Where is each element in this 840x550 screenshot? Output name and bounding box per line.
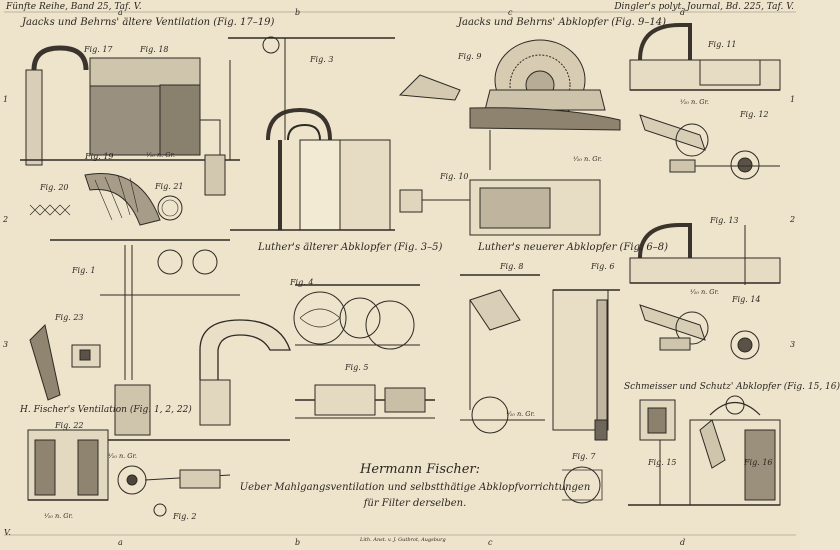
label-fig12: Fig. 12 <box>740 110 769 119</box>
scale-fig11: ¹⁄₁₀ n. Gr. <box>680 98 709 106</box>
fig8-drawing <box>460 274 545 434</box>
mark-left-1: 1 <box>3 95 9 104</box>
mark-bottom-c: c <box>488 538 493 547</box>
scale-fig22: ¹⁄₁₀ n. Gr. <box>44 512 73 520</box>
label-fig15: Fig. 15 <box>648 458 677 467</box>
fig23-drawing <box>29 323 101 401</box>
label-fig18: Fig. 18 <box>140 45 169 54</box>
title-luther-neuerer: Luther's neuerer Abklopfer (Fig. 6–8) <box>478 242 668 253</box>
fig13-drawing <box>629 223 781 285</box>
mark-bottom-b: b <box>295 538 301 547</box>
fig2-drawing <box>117 465 231 517</box>
fig3-drawing <box>228 36 395 231</box>
mark-right-1: 1 <box>790 95 796 104</box>
mark-right-3: 3 <box>790 340 796 349</box>
scale-fig13: ¹⁄₁₀ n. Gr. <box>690 288 719 296</box>
fig6-drawing <box>552 289 620 441</box>
label-fig16: Fig. 16 <box>744 458 773 467</box>
mark-top-a: a <box>118 8 123 17</box>
fig5-drawing <box>295 384 435 419</box>
fig16-drawing <box>689 395 781 506</box>
mark-bottom-a: a <box>118 538 123 547</box>
scale-fig9: ¹⁄₁₀ n. Gr. <box>573 155 602 163</box>
label-fig17: Fig. 17 <box>84 45 113 54</box>
label-fig19: Fig. 19 <box>85 152 114 161</box>
fig19-drawing <box>84 173 161 226</box>
label-fig13: Fig. 13 <box>710 216 739 225</box>
header-series: Fünfte Reihe, Band 25, Taf. V. <box>6 2 142 12</box>
mark-corner-left: V. <box>4 528 11 537</box>
title-jaacks-abklopfer: Jaacks und Behrns' Abklopfer (Fig. 9–14) <box>458 17 667 28</box>
mark-right-2: 2 <box>790 215 796 224</box>
mark-left-3: 3 <box>3 340 9 349</box>
title-fischer-ventilation: H. Fischer's Ventilation (Fig. 1, 2, 22) <box>20 405 192 415</box>
label-fig23: Fig. 23 <box>55 313 84 322</box>
scale-fig8: ¹⁄₁₀ n. Gr. <box>506 410 535 418</box>
label-fig22: Fig. 22 <box>55 421 84 430</box>
label-fig21: Fig. 21 <box>155 182 184 191</box>
fig22-drawing <box>27 429 109 501</box>
fig9-drawing <box>398 39 621 170</box>
label-fig14: Fig. 14 <box>732 295 761 304</box>
label-fig9: Fig. 9 <box>458 52 482 61</box>
fig20-drawing <box>29 204 71 216</box>
fig21-drawing <box>157 195 183 221</box>
fig17-drawing <box>20 45 240 196</box>
label-fig8: Fig. 8 <box>500 262 524 271</box>
imprint: Lith. Anst. v. J. Gutbrot, Augsburg <box>360 537 446 543</box>
scale-fig2: ¹⁄₁₀ n. Gr. <box>108 452 137 460</box>
mark-top-c: c <box>508 8 513 17</box>
caption-line1: Ueber Mahlgangsventilation und selbstthä… <box>239 482 591 493</box>
caption-line2: für Filter derselben. <box>363 498 467 509</box>
fig15-drawing <box>628 399 690 506</box>
label-fig4: Fig. 4 <box>290 278 314 287</box>
fig1-drawing <box>50 239 291 441</box>
label-fig7: Fig. 7 <box>572 452 596 461</box>
fig12-drawing <box>639 114 780 180</box>
label-fig3: Fig. 3 <box>310 55 334 64</box>
mark-top-d: d <box>680 8 686 17</box>
header-journal: Dingler's polyt. Journal, Bd. 225, Taf. … <box>614 2 794 12</box>
label-fig2: Fig. 2 <box>173 512 197 521</box>
fig10-drawing <box>399 179 601 236</box>
title-luther-aelterer: Luther's älterer Abklopfer (Fig. 3–5) <box>258 242 443 253</box>
label-fig20: Fig. 20 <box>40 183 69 192</box>
mark-bottom-d: d <box>680 538 686 547</box>
mark-left-2: 2 <box>3 215 9 224</box>
fig11-drawing <box>629 23 781 91</box>
scale-fig19: ¹⁄₁₀ n. Gr. <box>146 151 175 159</box>
fig14-drawing <box>639 304 760 360</box>
caption-author: Hermann Fischer: <box>360 462 480 477</box>
label-fig11: Fig. 11 <box>708 40 737 49</box>
label-fig1: Fig. 1 <box>72 266 96 275</box>
label-fig5: Fig. 5 <box>345 363 369 372</box>
fig7-drawing <box>562 466 603 504</box>
label-fig10: Fig. 10 <box>440 172 469 181</box>
technical-drawings <box>4 11 796 536</box>
title-jaacks-ventilation: Jaacks und Behrns' ältere Ventilation (F… <box>22 17 275 28</box>
fig4-drawing <box>293 284 420 350</box>
label-fig6: Fig. 6 <box>591 262 615 271</box>
mark-top-b: b <box>295 8 301 17</box>
title-schmeisser: Schmeisser und Schutz' Abklopfer (Fig. 1… <box>624 382 840 392</box>
